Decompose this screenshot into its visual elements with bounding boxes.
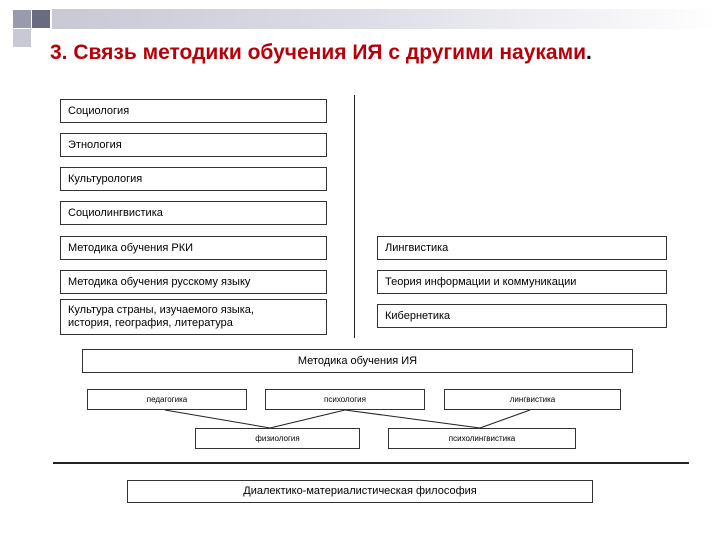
decor-square <box>13 10 31 28</box>
box-cybernetics: Кибернетика <box>377 304 667 328</box>
connector-line <box>479 409 531 429</box>
box-philosophy: Диалектико-материалистическая философия <box>127 480 593 503</box>
box-culturology: Культурология <box>60 167 327 191</box>
connector-line <box>344 409 481 429</box>
box-sociolinguistics: Социолингвистика <box>60 201 327 225</box>
box-culture-line-2: история, география, литература <box>68 317 233 329</box>
decor-square <box>13 29 31 47</box>
box-fl-methodology: Методика обучения ИЯ <box>82 349 633 373</box>
section-divider <box>53 462 689 464</box>
box-ethnology: Этнология <box>60 133 327 157</box>
header-band <box>52 9 720 29</box>
slide-title: 3. Связь методики обучения ИЯ с другими … <box>50 41 592 64</box>
box-linguistics: Лингвистика <box>377 236 667 260</box>
box-linguistics-small: лингвистика <box>444 389 621 410</box>
connector-line <box>269 409 346 429</box>
box-russian-methodology: Методика обучения русскому языку <box>60 270 327 294</box>
box-psychology: психология <box>265 389 425 410</box>
box-physiology: физиология <box>195 428 360 449</box>
box-culture-line-1: Культура страны, изучаемого языка, <box>68 304 254 316</box>
box-sociology: Социология <box>60 99 327 123</box>
box-information-theory: Теория информации и коммуникации <box>377 270 667 294</box>
box-psycholinguistics: психолингвистика <box>388 428 576 449</box>
column-divider <box>354 95 355 338</box>
connector-line <box>164 409 271 429</box>
box-culture-history: Культура страны, изучаемого языка, истор… <box>60 299 327 335</box>
decor-square <box>32 10 50 28</box>
box-rki-methodology: Методика обучения РКИ <box>60 236 327 260</box>
box-pedagogy: педагогика <box>87 389 247 410</box>
